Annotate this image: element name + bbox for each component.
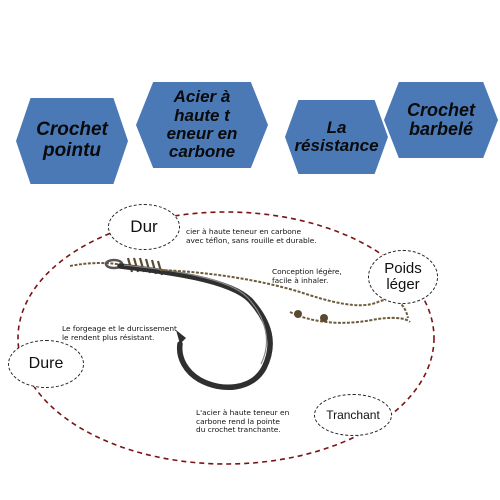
hexagon-label: Crochet barbelé bbox=[406, 99, 475, 139]
hexagon-barbele: Crochet barbelé bbox=[384, 82, 498, 158]
note-dur: cier à haute teneur en carbone avec téfl… bbox=[186, 227, 317, 245]
braided-line-left bbox=[69, 262, 129, 267]
dashed-oval bbox=[17, 211, 435, 465]
bubble-label: Tranchant bbox=[326, 407, 380, 422]
hook-shank-highlight bbox=[123, 264, 268, 365]
bubble-label: Poids léger bbox=[384, 260, 422, 293]
hexagon-label: Crochet pointu bbox=[36, 119, 108, 161]
hook-point bbox=[176, 330, 186, 344]
note-tranchant: L'acier à haute teneur en carbone rend l… bbox=[196, 408, 290, 435]
note-poids-leger: Conception légère, facile à inhaler. bbox=[272, 267, 342, 285]
bubble-label: Dure bbox=[28, 354, 64, 372]
bubble-tranchant: Tranchant bbox=[314, 394, 392, 436]
line-tag-1 bbox=[294, 310, 302, 318]
hook-shank bbox=[117, 263, 273, 390]
bubble-label: Dur bbox=[130, 217, 158, 237]
braided-line-loop bbox=[289, 311, 411, 324]
hexagon-acier: Acier à haute t eneur en carbone bbox=[136, 82, 268, 168]
hexagon-crochet-pointu: Crochet pointu bbox=[16, 98, 128, 184]
bubble-dure: Dure bbox=[8, 340, 84, 388]
bubble-dur: Dur bbox=[108, 204, 180, 250]
hexagon-resistance: La résistance bbox=[285, 100, 388, 174]
hexagon-label: Acier à haute t eneur en carbone bbox=[166, 87, 238, 162]
note-dure: Le forgeage et le durcissement le renden… bbox=[62, 324, 177, 342]
hexagon-label: La résistance bbox=[294, 117, 379, 155]
bubble-poids-leger: Poids léger bbox=[368, 250, 438, 304]
line-tag-2 bbox=[320, 314, 328, 322]
